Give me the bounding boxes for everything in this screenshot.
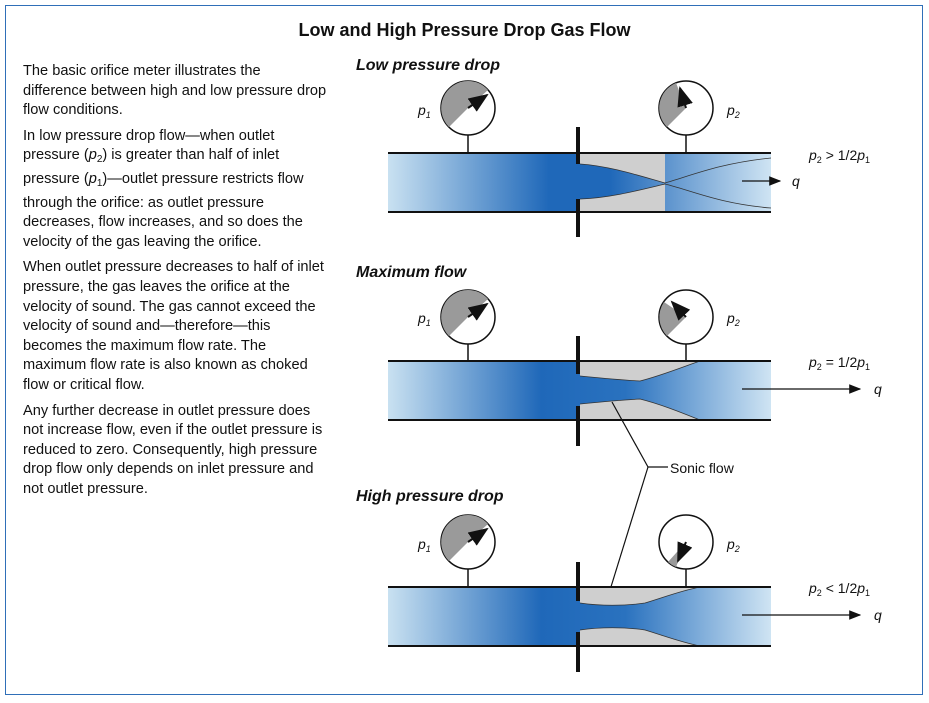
paragraph-low-drop: In low pressure drop flow—when outlet pr… — [23, 127, 304, 250]
paragraph-max-flow: When outlet pressure decreases to half o… — [23, 259, 324, 393]
pressure-relation: p2 = 1/2p1 — [808, 354, 870, 372]
outlet-gauge-label: p2 — [726, 102, 740, 120]
outlet-gauge-needle — [677, 541, 693, 563]
pressure-relation: p2 > 1/2p1 — [808, 147, 870, 165]
inlet-gauge-label: p1 — [417, 536, 431, 554]
inlet-gauge-label: p1 — [417, 310, 431, 328]
section-high-pressure-drop: High pressure drop p1 p2 p2 < 1/2p1 q — [356, 488, 882, 672]
flow-label: q — [792, 173, 800, 189]
section-title: High pressure drop — [356, 488, 504, 505]
inlet-gauge-needle — [467, 527, 489, 546]
paragraph-intro: The basic orifice meter illustrates the … — [23, 63, 327, 119]
vena-contracta-top — [580, 153, 665, 183]
vena-contracta-top — [580, 587, 700, 606]
inlet-gauge-fill — [441, 515, 488, 561]
figure-title: Low and High Pressure Drop Gas Flow — [298, 20, 631, 40]
outlet-gauge-needle — [670, 300, 691, 321]
vena-contracta-top — [580, 361, 700, 381]
inlet-gauge-label: p1 — [417, 102, 431, 120]
inlet-gauge-fill — [441, 290, 488, 336]
pressure-relation: p2 < 1/2p1 — [808, 580, 870, 598]
inlet-gauge-needle — [467, 93, 489, 112]
section-maximum-flow: Maximum flow p1 p2 p2 = 1/2p1 q — [356, 264, 882, 446]
flow-label: q — [874, 381, 882, 397]
outlet-gauge-label: p2 — [726, 536, 740, 554]
section-low-pressure-drop: Low pressure drop p1 p2 p2 > 1/2p1 q — [356, 57, 870, 237]
vena-contracta-bottom — [580, 184, 665, 212]
inlet-gauge-needle — [467, 302, 489, 321]
vena-contracta-bottom — [580, 627, 700, 646]
section-title: Maximum flow — [356, 264, 468, 281]
section-title: Low pressure drop — [356, 57, 500, 74]
outlet-gauge-needle — [677, 86, 693, 109]
description-text: The basic orifice meter illustrates the … — [23, 62, 328, 505]
vena-contracta-bottom — [580, 399, 700, 420]
outlet-gauge-label: p2 — [726, 310, 740, 328]
flow-label: q — [874, 607, 882, 623]
sonic-flow-callout: Sonic flow — [605, 401, 735, 604]
sonic-flow-label: Sonic flow — [670, 460, 735, 476]
paragraph-high-drop: Any further decrease in outlet pressure … — [23, 402, 323, 497]
inlet-gauge-fill — [441, 81, 488, 127]
figure-frame — [5, 5, 923, 695]
